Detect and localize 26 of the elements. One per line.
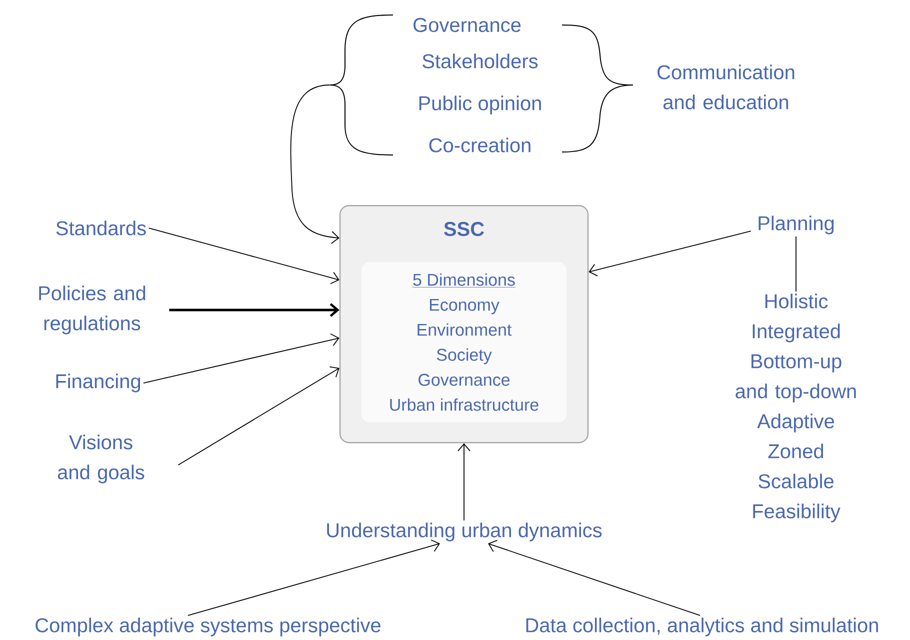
arrow xyxy=(588,230,752,276)
arrow xyxy=(488,540,700,616)
planning-label: Planning xyxy=(758,216,834,234)
source-label: Data collection, analytics and simulation xyxy=(526,618,878,636)
arrow xyxy=(148,228,340,284)
arrow xyxy=(169,303,340,317)
box-title: SSC xyxy=(444,222,484,236)
input-label: Standards xyxy=(56,220,146,236)
topic-text: Public opinion xyxy=(419,96,541,114)
left-brace xyxy=(330,14,394,156)
arrow xyxy=(458,443,470,521)
topic-text: Stakeholders xyxy=(422,54,538,68)
dimensions-panel: 5 Dimensions Economy Environment Society Governance Urban infrastructure xyxy=(362,262,566,422)
arrow xyxy=(188,539,440,616)
arrow xyxy=(143,333,340,384)
planning-list: Holistic Integrated Bottom-up and top-down Adaptive Zoned Scalable Feasibility xyxy=(736,294,856,522)
arrow xyxy=(178,366,340,466)
group-label: Communication and education xyxy=(658,64,794,110)
input-label: Policies and regulations xyxy=(39,286,146,334)
input-label: Visions and goals xyxy=(58,434,144,484)
source-label: Complex adaptive systems perspective xyxy=(36,618,380,636)
arrow xyxy=(290,84,340,244)
input-label: Financing xyxy=(56,374,140,392)
dynamics-label: Understanding urban dynamics xyxy=(327,522,602,542)
topic-text: Co-creation xyxy=(429,138,530,152)
topic-text: Governance xyxy=(414,18,521,32)
